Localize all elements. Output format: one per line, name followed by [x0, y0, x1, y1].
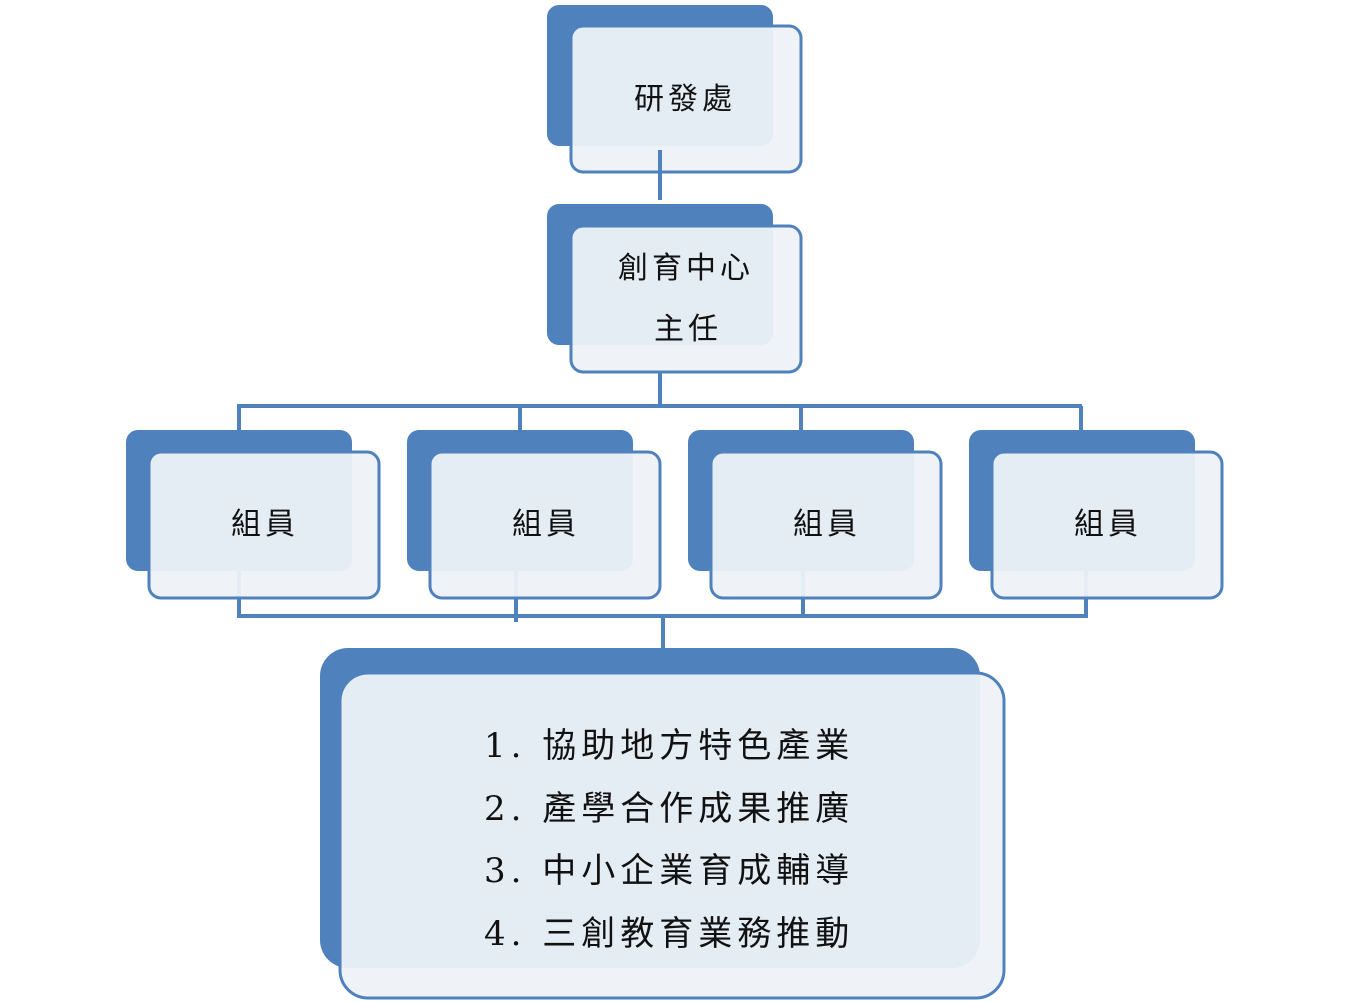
node-member-2: 組員	[407, 430, 662, 600]
node-top-label: 研發處	[634, 82, 736, 117]
node-director: 創育中心 主任	[547, 204, 803, 374]
node-tasks-front	[338, 671, 1006, 1000]
node-tasks: 1. 協助地方特色產業 2. 產學合作成果推廣 3. 中小企業育成輔導 4. 三…	[320, 648, 1006, 1000]
node-member-4: 組員	[969, 430, 1224, 600]
node-member-4-label: 組員	[1074, 507, 1142, 542]
node-top-front	[569, 24, 803, 174]
node-director-line-2: 主任	[654, 312, 722, 347]
node-member-3: 組員	[688, 430, 943, 600]
task-item-4: 4. 三創教育業務推動	[484, 914, 854, 954]
node-top: 研發處	[547, 5, 803, 174]
task-item-1: 1. 協助地方特色產業	[484, 726, 854, 766]
node-member-1-front	[147, 450, 381, 600]
node-member-4-front	[990, 450, 1224, 600]
node-member-1-label: 組員	[231, 507, 299, 542]
task-item-2: 2. 產學合作成果推廣	[484, 789, 854, 829]
task-item-3: 3. 中小企業育成輔導	[484, 851, 854, 891]
node-member-3-label: 組員	[793, 507, 861, 542]
node-director-line-1: 創育中心	[618, 251, 754, 286]
node-member-2-label: 組員	[512, 507, 580, 542]
node-member-2-front	[428, 450, 662, 600]
node-director-front	[569, 224, 803, 374]
node-member-3-front	[709, 450, 943, 600]
node-member-1: 組員	[126, 430, 381, 600]
